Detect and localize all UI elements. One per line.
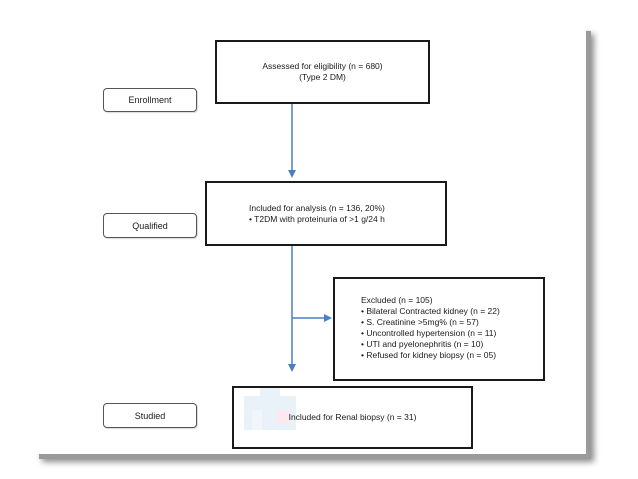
- stage-studied-label: Studied: [134, 410, 166, 421]
- stage-enrollment-label: Enrollment: [128, 95, 172, 105]
- excluded-item: • UTI and pyelonephritis (n = 10): [361, 339, 484, 349]
- excluded-item: • S. Creatinine >5mg% (n = 57): [361, 317, 479, 327]
- renal-line1: Included for Renal biopsy (n = 31): [288, 412, 417, 422]
- included-line2: • T2DM with proteinuria of >1 g/24 h: [249, 213, 385, 224]
- renal-box: Included for Renal biopsy (n = 31): [232, 386, 473, 449]
- stage-studied: Studied: [103, 403, 197, 428]
- excluded-item: • Refused for kidney biopsy (n = 05): [361, 350, 497, 360]
- assessed-line1: Assessed for eligibility (n = 680): [262, 61, 383, 71]
- excluded-item: • Uncontrolled hypertension (n = 11): [361, 328, 497, 338]
- assessed-box: Assessed for eligibility (n = 680) (Type…: [215, 40, 430, 104]
- stage-qualified: Qualified: [103, 213, 197, 238]
- stage-enrollment: Enrollment: [103, 88, 197, 112]
- stage-qualified-label: Qualified: [132, 220, 168, 231]
- included-line1: Included for analysis (n = 136, 20%): [249, 202, 385, 213]
- watermark-logo: [244, 386, 296, 430]
- assessed-line2: (Type 2 DM): [299, 72, 346, 82]
- excluded-list: • Bilateral Contracted kidney (n = 22) •…: [361, 306, 543, 361]
- excluded-item: • Bilateral Contracted kidney (n = 22): [361, 306, 500, 316]
- excluded-box: Excluded (n = 105) • Bilateral Contracte…: [333, 277, 545, 381]
- excluded-title: Excluded (n = 105): [361, 295, 433, 305]
- included-box: Included for analysis (n = 136, 20%) • T…: [205, 181, 447, 246]
